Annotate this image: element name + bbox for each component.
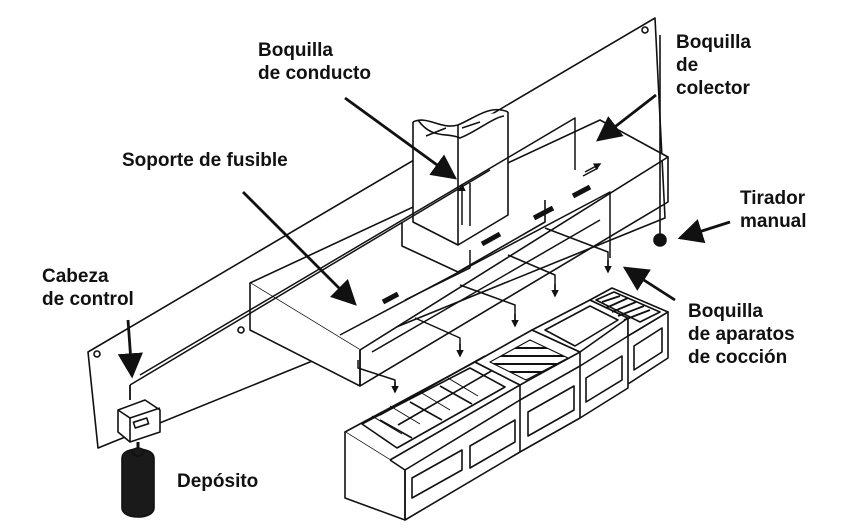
fusible-links [381,184,592,305]
manual-pull-handle [653,233,667,247]
label-plenum-nozzle: Boquilla de colector [676,32,751,99]
callout-arrows [117,93,731,379]
arrow-control-head [117,319,143,379]
arrow-fuse-bracket [242,191,357,306]
tank [121,442,155,518]
cooking-appliances [344,287,669,521]
control-head [117,385,161,443]
label-fuse-bracket: Soporte de fusible [122,150,288,171]
label-duct-nozzle: Boquilla de conducto [258,40,371,84]
arrow-plenum-nozzle [596,93,657,142]
label-manual-pull: Tirador manual [740,188,807,232]
nozzle-arrow-tips [391,163,612,394]
arrow-manual-pull [677,219,731,244]
exhaust-duct [401,108,546,273]
label-appliance-nozzle: Boquilla de aparatos de cocción [688,301,795,368]
arrow-appliance-nozzle [622,266,676,302]
arrow-duct-nozzle [344,96,458,180]
label-tank: Depósito [177,471,259,492]
label-control-head: Cabeza de control [42,266,134,310]
